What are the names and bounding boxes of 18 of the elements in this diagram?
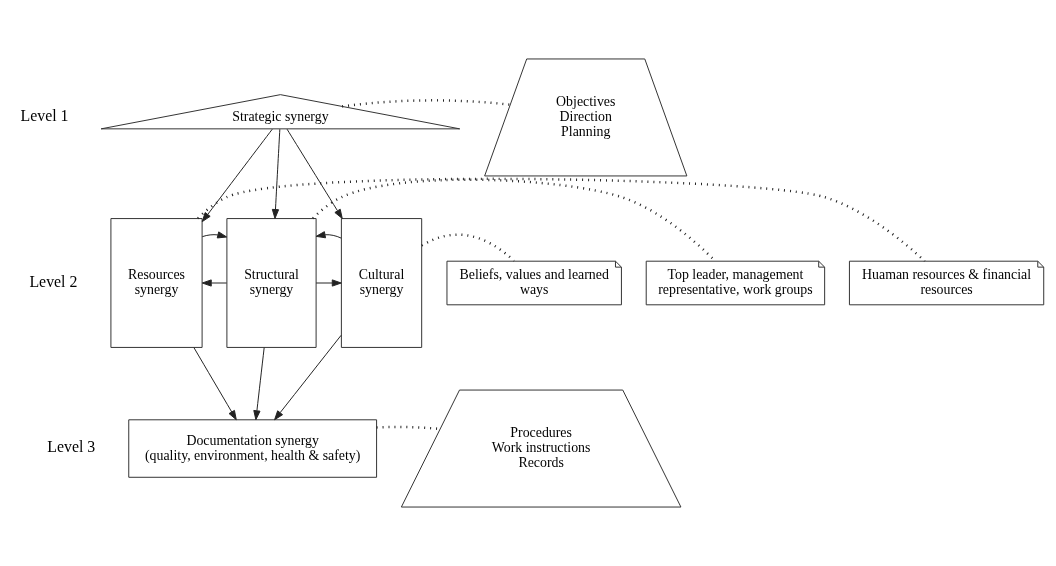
arrow	[201, 128, 273, 223]
node-box: Resources synergy	[110, 218, 203, 348]
connector	[342, 99, 511, 108]
arrow	[274, 334, 342, 421]
arrow	[193, 347, 237, 421]
arrow	[315, 279, 342, 287]
node-box: Structural synergy	[226, 218, 317, 348]
node-box: Cultural synergy	[340, 218, 423, 348]
node-box: Documentation synergy (quality, environment, health & safety)	[128, 419, 378, 478]
arrow	[286, 128, 343, 219]
arrow	[315, 231, 342, 239]
arrow	[201, 231, 228, 239]
arrow	[271, 128, 281, 219]
label: Level 1	[20, 107, 69, 125]
arrow	[253, 347, 265, 421]
label: Level 2	[29, 272, 78, 290]
label: Level 3	[47, 438, 96, 456]
arrow	[201, 279, 228, 287]
